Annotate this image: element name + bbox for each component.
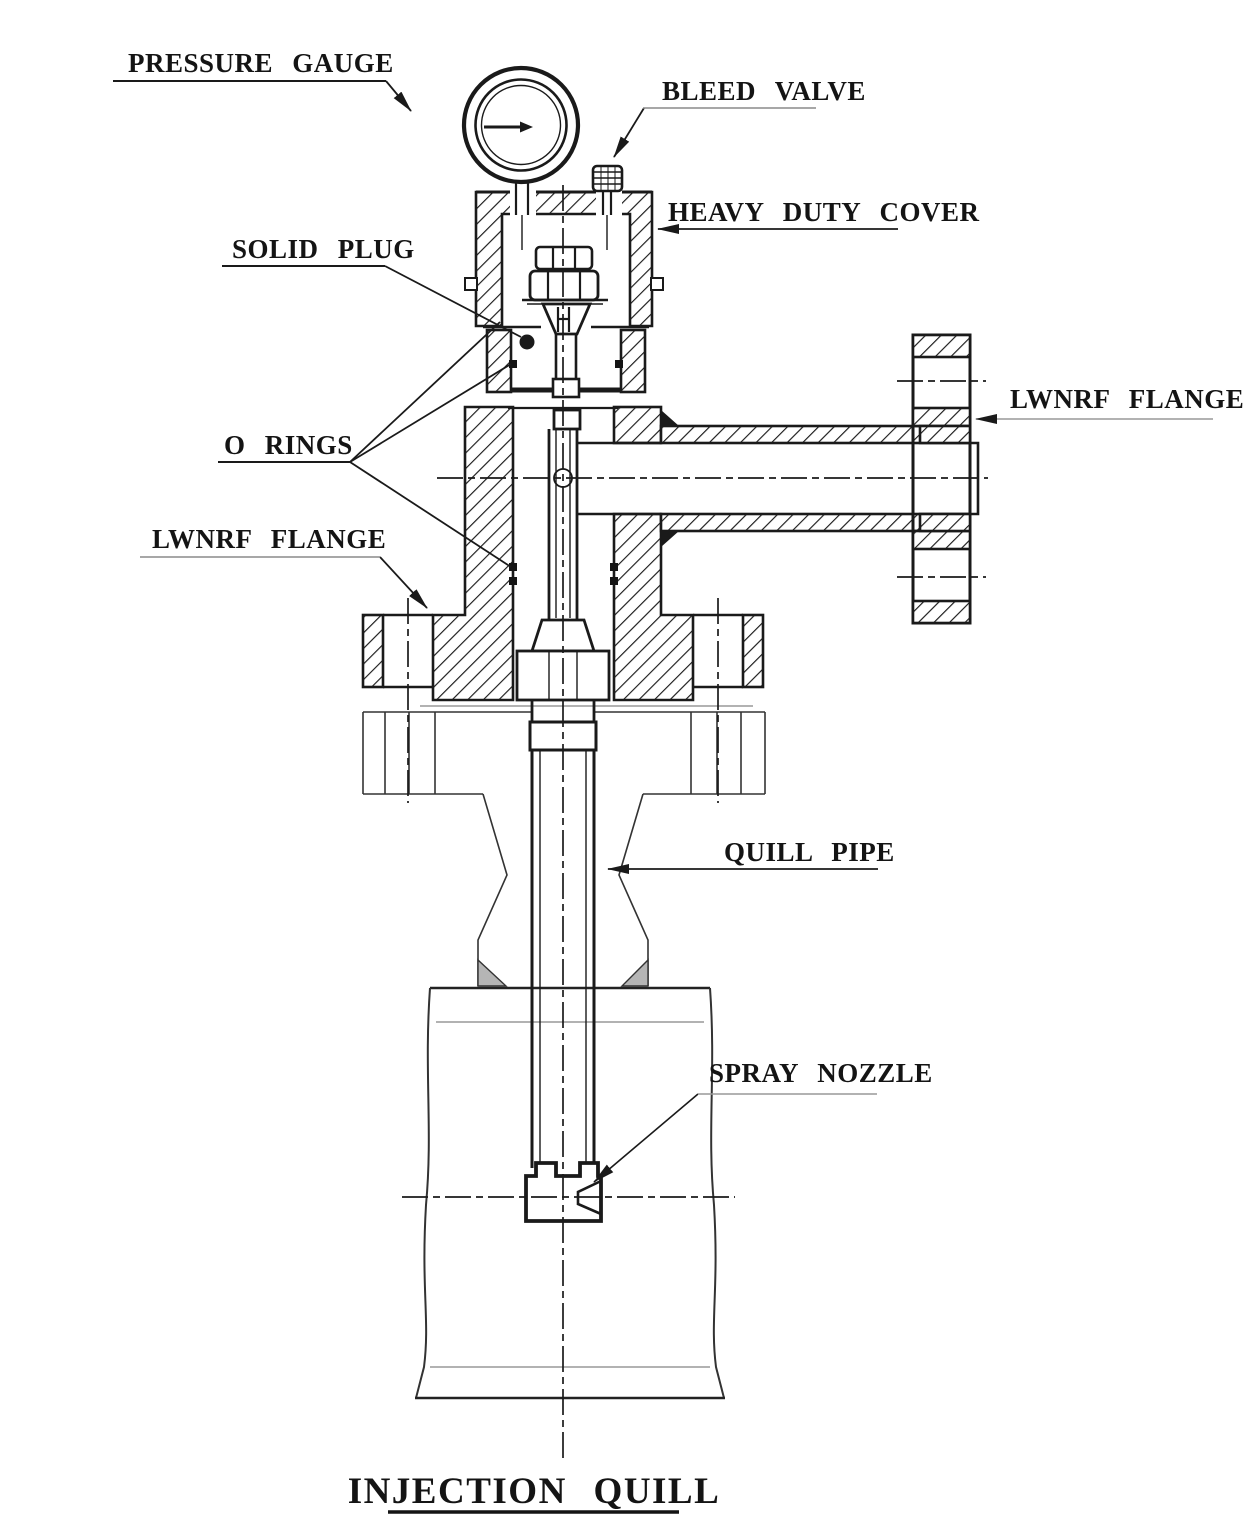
label-quill-pipe: QUILL PIPE [724,837,895,867]
gauge-dial [480,84,562,166]
plug-hex-nut [528,269,600,302]
pressure-gauge [461,65,581,250]
weld-fillet-right [620,958,649,987]
leader-o-rings-3 [349,461,512,568]
o-ring-lower-right-2 [610,577,618,585]
weld-fillet-pipe-bottom [661,531,679,547]
weldolet-neck [477,793,649,987]
solid-plug [508,245,621,410]
body-right-wall-upper [612,405,663,445]
leader-o-rings-2 [349,363,512,463]
bleed-port-hole [596,188,622,216]
seal-collar-left [485,328,513,394]
leader-lwnrf-left [379,556,428,609]
label-lwnrf-flange-right: LWNRF FLANGE [1010,384,1244,414]
leader-lines [349,80,1213,1183]
gauge-port-hole [510,188,536,216]
gauge-inner-ring [474,78,568,172]
weld-fillet-pipe-top [661,410,679,426]
label-solid-plug: SOLID PLUG [232,234,415,264]
seal-collar-right [619,328,647,394]
leader-solid-plug [384,265,522,338]
body-left-wall [431,405,515,702]
labels: PRESSURE GAUGE BLEED VALVE HEAVY DUTY CO… [128,48,1244,1512]
body-right-wall-lower [612,512,695,702]
flange-outer-right [741,613,765,689]
o-ring-lower-left-2 [509,577,517,585]
tube-collar-upper [552,408,582,431]
label-underlines [113,80,877,1514]
o-ring-lower-left-1 [509,563,517,571]
label-o-rings: O RINGS [224,430,353,460]
o-ring-lower-right-1 [610,563,618,571]
centerlines [402,185,988,1458]
cross-port-circle [553,468,573,488]
leader-solid-plug-dot [519,334,535,350]
nozzle-orifice [576,1179,602,1216]
o-rings [509,360,623,585]
label-heavy-duty-cover: HEAVY DUTY COVER [668,197,980,227]
bleed-valve [591,164,624,250]
label-spray-nozzle: SPRAY NOZZLE [709,1058,933,1088]
gauge-needle-tip [520,121,533,133]
leader-pressure-gauge [385,80,412,112]
o-ring-upper-right [615,360,623,368]
lwnrf-flange-right-assembly [911,333,980,625]
leader-o-rings-1 [349,321,501,463]
weld-fillet-left [477,958,508,987]
label-bleed-valve: BLEED VALVE [662,76,866,106]
page-title: INJECTION QUILL [348,1471,721,1512]
cover-set-screw-right [650,277,664,291]
plug-tip [551,377,581,399]
o-ring-upper-left [509,360,517,368]
plug-top-nut [534,245,594,271]
cover-set-screw-left [464,277,478,291]
leader-spray-nozzle [593,1093,699,1183]
side-pipe [578,410,972,547]
process-pipe [415,986,725,1400]
label-lwnrf-flange-left: LWNRF FLANGE [152,524,386,554]
backing-flange [362,711,766,795]
label-pressure-gauge: PRESSURE GAUGE [128,48,394,78]
leader-bleed-valve [613,107,645,158]
flange-outer-left [361,613,385,689]
